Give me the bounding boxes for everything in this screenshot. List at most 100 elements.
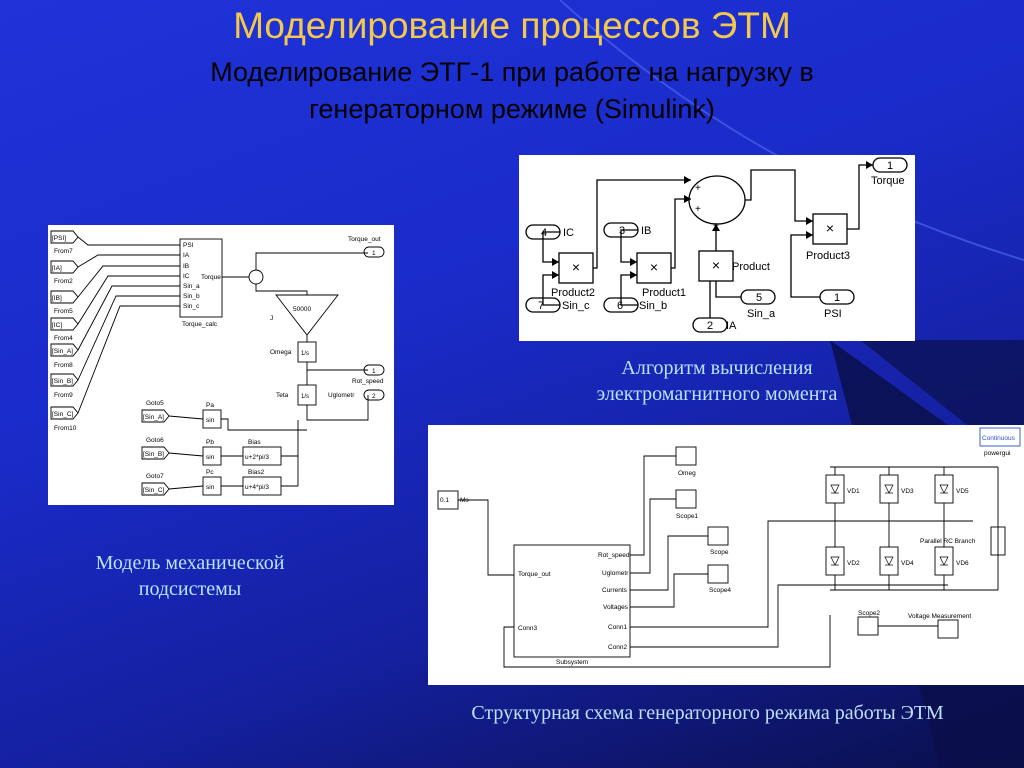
powergui-block	[979, 427, 1021, 447]
powergui-label: powergui	[984, 450, 1010, 457]
rot-speed-label: Rot_speed	[352, 378, 384, 385]
goto6-label: Goto6	[146, 437, 164, 444]
product1-label: Product1	[642, 287, 686, 299]
port1-rot-speed: 1	[372, 368, 376, 375]
sin-pc-name: Pc	[206, 469, 214, 476]
scope2-label: Scope2	[858, 610, 880, 617]
tc-in-psi: PSI	[183, 242, 194, 249]
gain-value: 50000	[293, 306, 311, 313]
sin-pa-label: sin	[206, 417, 215, 424]
product-label: Product	[732, 261, 770, 273]
mechanical-caption: Модель механической подсистемы	[48, 550, 332, 602]
omega-label: Omega	[270, 349, 292, 356]
gain-name: J	[270, 315, 273, 322]
torque-algorithm-diagram: × × × × + + + 4 IC 3 IB 7 Sin_c 6 Sin_b …	[519, 155, 915, 341]
tc-out-torque: Torque	[201, 274, 221, 281]
slide-title: Моделирование процессов ЭТМ	[233, 5, 791, 46]
subtitle-line2: генераторном режиме (Simulink)	[309, 94, 715, 124]
subsystem-out-uglometr: Uglometr	[602, 570, 629, 577]
mechanical-caption-line1: Модель механической	[95, 552, 285, 574]
goto7-label: Goto7	[146, 473, 164, 480]
port-ib-label: IB	[641, 225, 651, 237]
scope-omeg-label: Omeg	[678, 470, 696, 477]
slide-subtitle: Моделирование ЭТГ-1 при работе на нагруз…	[0, 54, 1024, 128]
voltage-measurement-label: Voltage Measurement	[908, 613, 971, 620]
port-sin-b-label: Sin_b	[639, 300, 667, 312]
constant-value: 0.1	[440, 497, 449, 504]
from-sin-c-tag: [Sin_C]	[52, 411, 74, 418]
tc-in-sin-b: Sin_b	[183, 293, 200, 300]
subsystem-block	[513, 544, 631, 658]
subsystem-name: Subsystem	[556, 659, 588, 666]
scope1-label: Scope1	[676, 513, 698, 520]
bias-name: Bias	[248, 439, 261, 446]
from-psi-tag: [PSI]	[52, 235, 66, 242]
product3-label: Product3	[806, 250, 850, 262]
goto-sin-c-tag: [Sin_C]	[143, 487, 165, 494]
from-sin-b-tag: [Sin_B]	[52, 378, 73, 385]
svg-text:×: ×	[826, 220, 834, 236]
uglometr-label: Uglometr	[328, 392, 355, 399]
svg-text:+: +	[713, 221, 719, 232]
rc-branch-label: Parallel RC Branch	[920, 538, 976, 545]
bias2-name: Bias2	[248, 469, 265, 476]
subsystem-out-rot-speed: Rot_speed	[598, 552, 630, 559]
port-torque-label: Torque	[871, 175, 905, 187]
port-ia-label: IA	[726, 320, 737, 332]
svg-text:+: +	[695, 204, 701, 215]
mechanical-caption-line2: подсистемы	[138, 578, 242, 600]
powergui-mode: Continuous	[982, 435, 1016, 442]
port-ia-num: 2	[707, 320, 713, 332]
teta-label: Teta	[276, 392, 289, 399]
port-psi-label: PSI	[824, 308, 842, 320]
goto-sin-b-tag: [Sin_B]	[143, 451, 164, 458]
torque-calc-name: Torque_calc	[182, 321, 218, 328]
tc-in-sin-c: Sin_c	[183, 303, 200, 310]
subsystem-in-torque: Torque_out	[518, 571, 551, 578]
subsystem-out-voltages: Voltages	[603, 604, 629, 611]
port-sin-a-num: 5	[756, 292, 762, 304]
subtitle-line1: Моделирование ЭТГ-1 при работе на нагруз…	[210, 57, 814, 87]
product2-label: Product2	[551, 287, 595, 299]
scope4-label: Scope4	[709, 587, 731, 594]
port-ib-num: 3	[619, 225, 625, 237]
goto5-label: Goto5	[146, 400, 164, 407]
tc-in-ia: IA	[183, 252, 190, 259]
from8-label: From8	[54, 362, 73, 369]
port-ic-label: IC	[563, 227, 574, 239]
svg-text:×: ×	[650, 259, 658, 275]
vd3-label: VD3	[901, 488, 914, 495]
subsystem-out-conn1: Conn1	[608, 624, 628, 631]
vd2-label: VD2	[847, 560, 860, 567]
svg-text:+: +	[695, 183, 701, 194]
sin-pa-name: Pa	[206, 402, 214, 409]
system-caption: Структурная схема генераторного режима р…	[471, 702, 944, 724]
vd6-label: VD6	[956, 560, 969, 567]
generator-system-diagram: Continuous powergui 0.1 Ms Torque_out Co…	[428, 425, 1024, 685]
port-psi-num: 1	[834, 292, 840, 304]
port-torque-num: 1	[887, 160, 893, 172]
torque-caption-line2: электромагнитного момента	[596, 383, 838, 405]
from4-label: From4	[54, 335, 73, 342]
svg-text:×: ×	[572, 259, 580, 275]
vd5-label: VD5	[956, 488, 969, 495]
goto-sin-a-tag: [Sin_A]	[143, 414, 164, 421]
port-ic-num: 4	[541, 227, 547, 239]
tc-in-sin-a: Sin_a	[183, 283, 200, 290]
bias2-label: u+4*pi/3	[245, 484, 269, 491]
from-ib-tag: [IB]	[52, 295, 62, 302]
port2-uglometr: 2	[372, 393, 376, 400]
tc-in-ic: IC	[183, 273, 190, 280]
port-sin-a-label: Sin_a	[747, 308, 776, 320]
from-ia-tag: [IA]	[52, 265, 62, 272]
sin-pb-name: Pb	[206, 439, 214, 446]
vd4-label: VD4	[901, 560, 914, 567]
tc-in-ib: IB	[183, 263, 189, 270]
subsystem-in-conn3: Conn3	[518, 625, 538, 632]
torque-out-label: Torque_out	[348, 236, 381, 243]
scope-label: Scope	[710, 549, 729, 556]
sin-pc-label: sin	[206, 484, 215, 491]
integrator1-label: 1/s	[301, 351, 309, 357]
from-sin-a-tag: [Sin_A]	[52, 348, 73, 355]
torque-caption: Алгоритм вычисления электромагнитного мо…	[519, 355, 915, 407]
